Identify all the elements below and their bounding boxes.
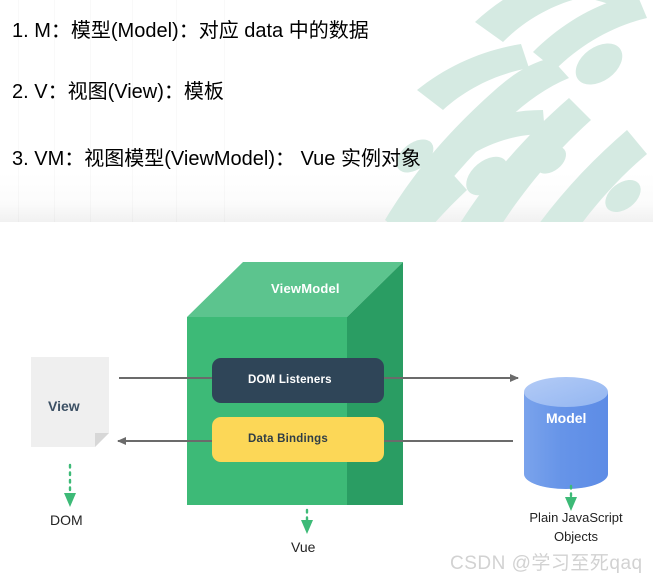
dom-label: DOM bbox=[50, 512, 83, 528]
view-label: View bbox=[48, 398, 80, 414]
model-label: Model bbox=[546, 410, 587, 426]
text-line-viewmodel: 3. VM：视图模型(ViewModel)： Vue 实例对象 bbox=[12, 148, 421, 170]
calligraphy-watermark-icon bbox=[355, 0, 653, 222]
dotted-arrow-viewmodel-vue bbox=[301, 508, 313, 534]
data-bindings-box bbox=[212, 417, 384, 462]
model-cylinder bbox=[524, 377, 608, 489]
mvvm-diagram-svg bbox=[31, 262, 608, 534]
dotted-arrow-view-dom bbox=[64, 463, 76, 507]
data-bindings-label: Data Bindings bbox=[248, 433, 328, 445]
csdn-watermark: CSDN @学习至死qaq bbox=[450, 553, 643, 574]
view-card bbox=[31, 357, 109, 447]
dotted-arrow-model-plainjs bbox=[565, 484, 577, 511]
dom-listeners-label: DOM Listeners bbox=[248, 374, 332, 386]
text-line-model: 1. M：模型(Model)：对应 data 中的数据 bbox=[12, 20, 369, 42]
plain-javascript-objects-label: Plain JavaScript Objects bbox=[529, 510, 623, 544]
vue-label: Vue bbox=[291, 539, 316, 555]
viewmodel-label: ViewModel bbox=[271, 281, 340, 296]
text-section: 1. M：模型(Model)：对应 data 中的数据 2. V：视图(View… bbox=[0, 0, 653, 222]
text-line-view: 2. V：视图(View)：模板 bbox=[12, 81, 224, 103]
dom-listeners-box bbox=[212, 358, 384, 403]
mvvm-diagram: ViewModel DOM Listeners Data Bindings Vi… bbox=[0, 222, 653, 578]
